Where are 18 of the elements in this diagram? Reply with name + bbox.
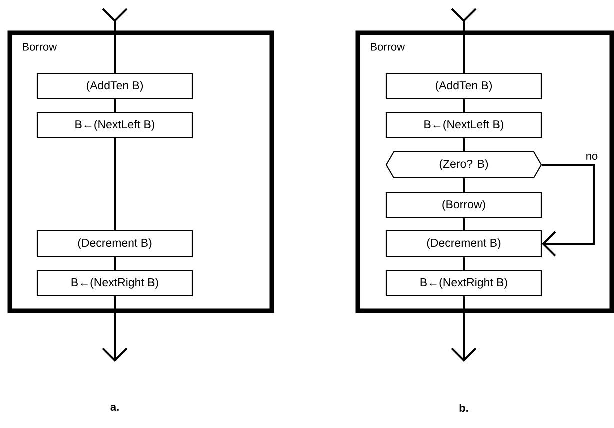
process-box: (AddTen B) bbox=[36, 73, 194, 100]
process-box: (Borrow) bbox=[386, 192, 542, 219]
arrow bbox=[102, 296, 128, 362]
decision-hexagon: (Zero? B) bbox=[386, 151, 542, 179]
panel-label: b. bbox=[460, 404, 468, 412]
process-box: B←(NextLeft B) bbox=[36, 112, 194, 139]
process-box: B←(NextLeft B) bbox=[386, 112, 542, 139]
arrow bbox=[102, 8, 128, 74]
arrow bbox=[451, 296, 477, 362]
arrow bbox=[542, 164, 595, 257]
panel-label: a. bbox=[110, 404, 119, 411]
process-box: B←(NextRight B) bbox=[386, 270, 542, 297]
process-box: (AddTen B) bbox=[386, 73, 542, 100]
arrow bbox=[451, 8, 477, 74]
process-box: (Decrement B) bbox=[386, 230, 542, 258]
process-box: B←(NextRight B) bbox=[36, 270, 194, 297]
edge-label: no bbox=[584, 152, 600, 161]
process-box: (Decrement B) bbox=[36, 230, 194, 258]
